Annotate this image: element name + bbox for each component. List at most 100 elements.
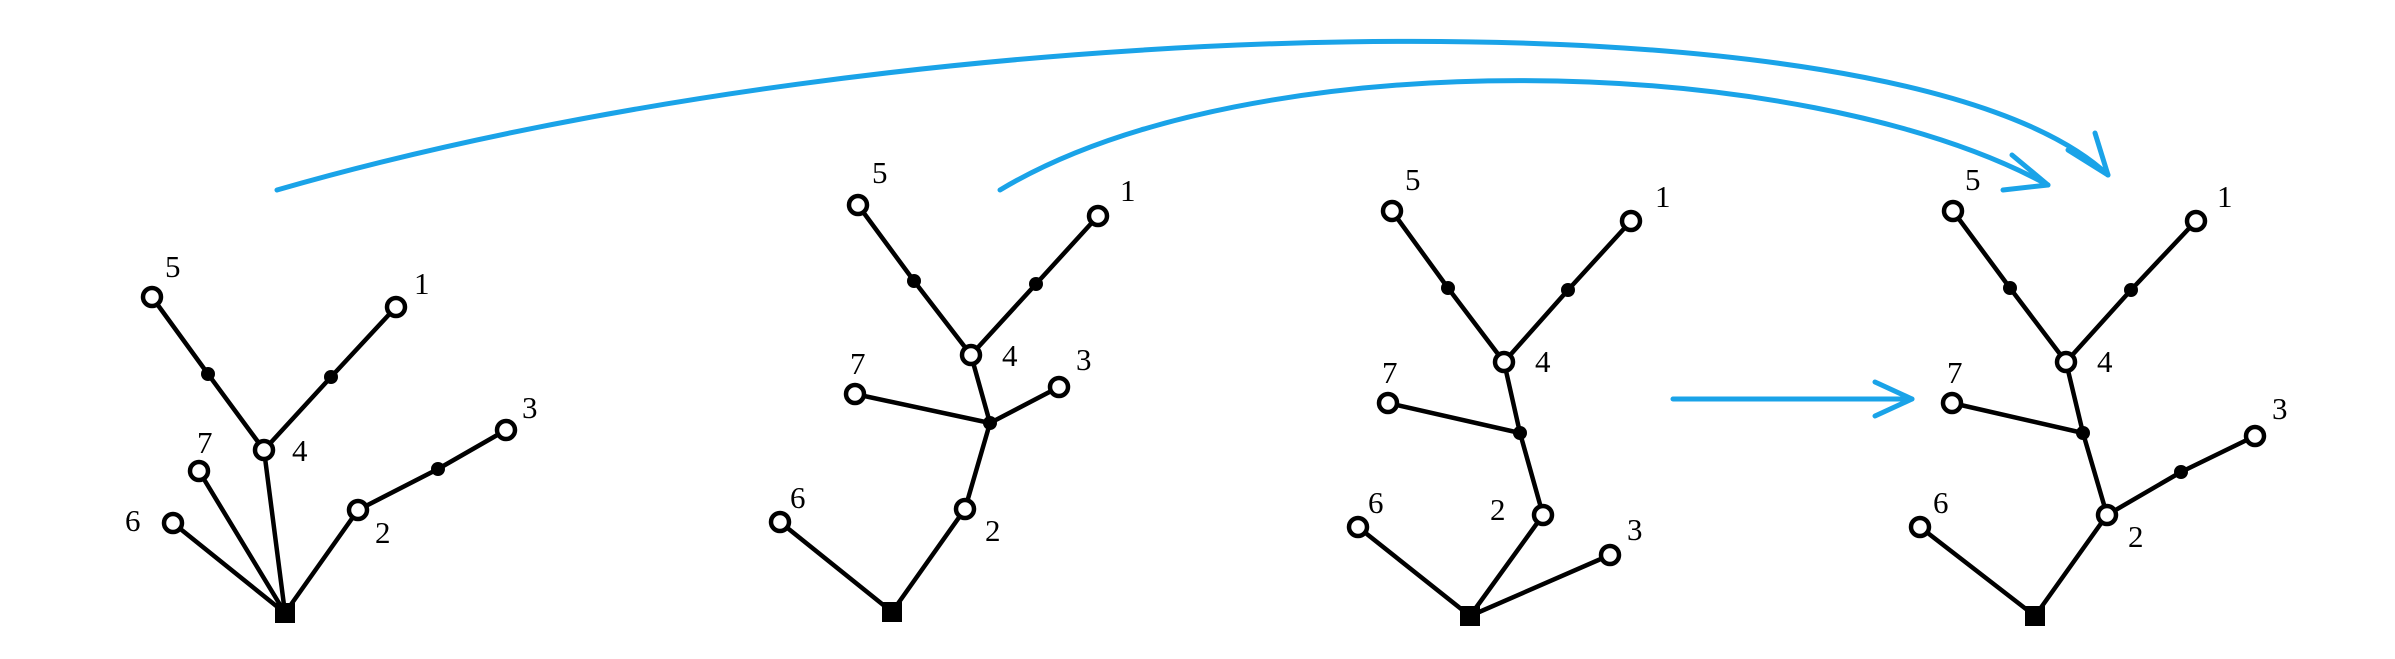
filled-vertex (1029, 277, 1043, 291)
node-label-1: 1 (2217, 179, 2233, 214)
tree-edge (355, 466, 441, 513)
filled-vertex (907, 274, 921, 288)
filled-vertex (1441, 281, 1455, 295)
tree-edge (2063, 359, 2086, 436)
open-vertex-n6 (1346, 515, 1370, 539)
open-vertex-n6 (1908, 515, 1932, 539)
filled-vertex (2003, 281, 2017, 295)
root-square (882, 602, 902, 622)
filled-vertex (2076, 426, 2090, 440)
tree-edge (282, 507, 361, 616)
node-label-3: 3 (1076, 342, 1092, 377)
root-square (1460, 606, 1480, 626)
node-label-2: 2 (2128, 519, 2144, 554)
tree-edge (2032, 512, 2110, 619)
tree-edge (1501, 287, 1571, 365)
tree-edge (968, 352, 993, 426)
filled-vertex (2174, 465, 2188, 479)
tree-edge (1917, 524, 2038, 619)
open-vertex-n2 (2095, 503, 2119, 527)
node-label-5: 5 (165, 249, 181, 284)
node-label-6: 6 (1933, 485, 1949, 520)
tree-edge (777, 519, 895, 615)
filled-vertex (324, 370, 338, 384)
tree-edge (261, 447, 288, 616)
tree-edge (2178, 433, 2258, 475)
node-label-2: 2 (1490, 492, 1506, 527)
tree-edge (889, 506, 968, 615)
tree-edge (1949, 400, 2086, 436)
open-vertex-n5 (1380, 199, 1404, 223)
tree-edge (852, 391, 993, 426)
tree-edge (435, 427, 509, 472)
node-label-5: 5 (1965, 162, 1981, 197)
tree-edge (2080, 430, 2110, 518)
node-label-5: 5 (1405, 162, 1421, 197)
tree-edge (1445, 285, 1507, 365)
open-vertex-n4 (1492, 350, 1516, 374)
open-vertex-n7 (1376, 391, 1400, 415)
tree-edge (261, 374, 334, 453)
tree-edge (2007, 285, 2069, 365)
tree-edge (205, 371, 267, 453)
tree-edge (1950, 208, 2013, 291)
tree-edge (1033, 213, 1101, 287)
open-vertex-n2 (1531, 503, 1555, 527)
node-label-1: 1 (414, 266, 430, 301)
node-label-3: 3 (522, 390, 538, 425)
node-label-5: 5 (872, 155, 888, 190)
tree-edge (962, 420, 993, 512)
filled-vertex (2124, 283, 2138, 297)
tree-edge (328, 304, 399, 380)
node-label-7: 7 (850, 346, 866, 381)
arrow-tree2-to-tree4 (997, 78, 2051, 193)
node-label-1: 1 (1655, 179, 1671, 214)
open-vertex-n1 (384, 295, 408, 319)
node-label-4: 4 (1002, 338, 1018, 373)
node-label-2: 2 (375, 515, 391, 550)
tree-edge (1355, 524, 1473, 619)
node-label-4: 4 (1535, 344, 1551, 379)
arrows-layer (274, 38, 2111, 419)
filled-vertex (201, 367, 215, 381)
open-vertex-n1 (2184, 209, 2208, 233)
open-vertex-n4 (2054, 350, 2078, 374)
filled-vertex (1561, 283, 1575, 297)
node-label-4: 4 (2097, 344, 2113, 379)
node-label-7: 7 (1382, 355, 1398, 390)
arrowhead-icon (1872, 379, 1915, 419)
open-vertex-n6 (161, 511, 185, 535)
open-vertex-n3 (1598, 543, 1622, 567)
tree-edge (1517, 430, 1546, 518)
tree-edge (2063, 287, 2134, 365)
open-vertex-n5 (140, 285, 164, 309)
tree-edge (1389, 208, 1451, 291)
tree-edge (170, 520, 288, 616)
node-label-6: 6 (1368, 485, 1384, 520)
node-label-2: 2 (985, 513, 1001, 548)
open-vertex-n3 (1047, 375, 1071, 399)
tree-edge (2104, 469, 2184, 518)
node-label-3: 3 (2272, 391, 2288, 426)
arrow-tree1-to-tree4 (274, 38, 2111, 193)
node-label-7: 7 (197, 425, 213, 460)
tree-edge (855, 202, 917, 284)
node-label-4: 4 (292, 433, 308, 468)
open-vertex-n2 (346, 498, 370, 522)
root-square (2025, 606, 2045, 626)
tree-edge (1467, 512, 1546, 619)
tree-edge (149, 294, 211, 377)
open-vertex-n2 (953, 497, 977, 521)
arrow-shaft (997, 78, 2051, 193)
tree-edge (1385, 400, 1523, 436)
tree-edge (968, 281, 1039, 358)
open-vertex-n4 (959, 343, 983, 367)
arrowhead-icon (2065, 130, 2111, 178)
open-vertex-n4 (252, 438, 276, 462)
arrowhead-icon (2000, 152, 2051, 193)
open-vertex-n3 (2243, 424, 2267, 448)
open-vertex-n5 (1941, 199, 1965, 223)
